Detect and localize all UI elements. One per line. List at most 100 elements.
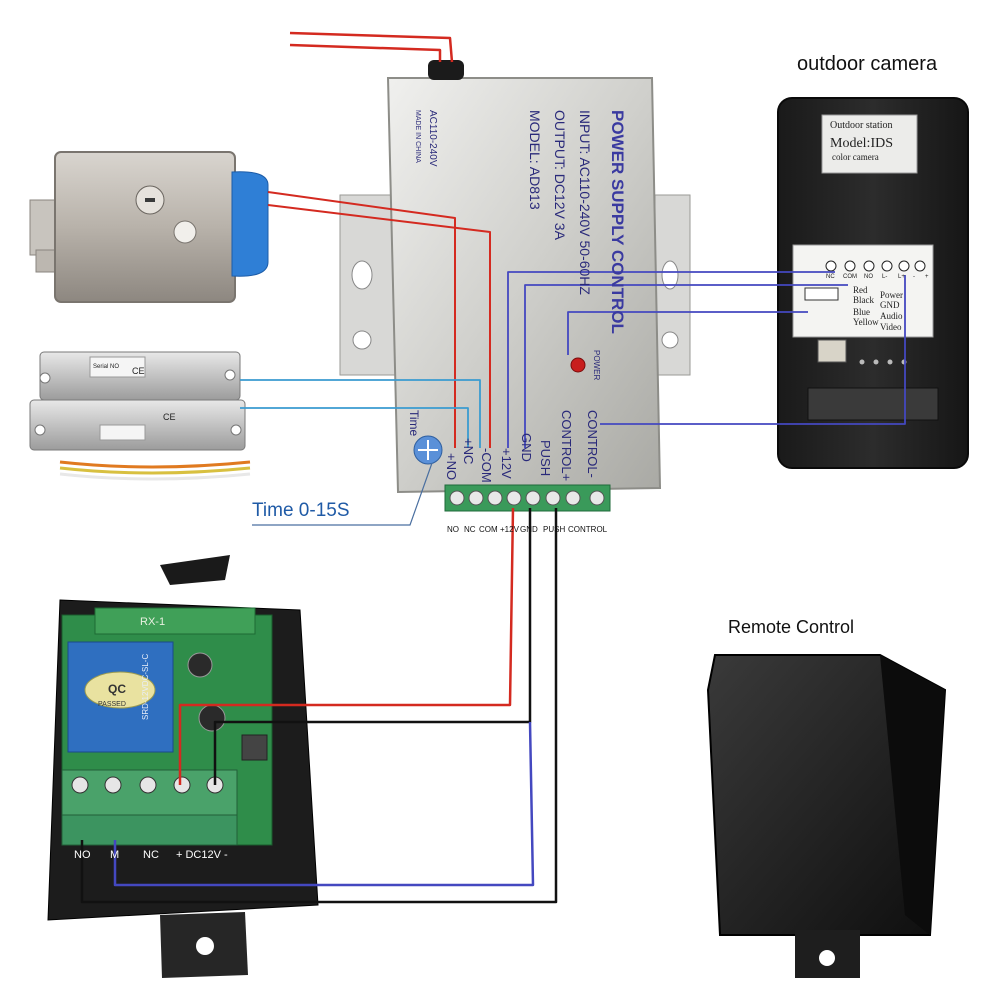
passed-label: PASSED [98, 701, 126, 708]
cam-term-no: NO [864, 274, 873, 280]
wire-cam-control [567, 311, 808, 355]
psu-term-nc: NC [464, 525, 476, 534]
remote-control-box [706, 654, 947, 978]
wire-receiver-gnd [213, 508, 532, 785]
psu-title: POWER SUPPLY CONTROL [608, 110, 627, 334]
receiver-term-m: M [110, 849, 119, 861]
lock-latch [35, 249, 57, 273]
psu-term-gnd: GND [520, 525, 538, 534]
receiver-term-nc: NC [143, 849, 159, 861]
cam-wire-black: Black [853, 295, 874, 305]
outdoor-camera-caption: outdoor camera [797, 53, 938, 75]
camera-label-plate [821, 114, 918, 174]
lock-bolt [29, 199, 56, 256]
strike-label [99, 424, 146, 441]
qc-label: QC [108, 682, 126, 696]
psu-side-12v: +12V [499, 448, 514, 479]
wire-cam-gnd [524, 284, 848, 448]
psu-term-control: CONTROL [568, 525, 608, 534]
strike-ce-upper: CE [132, 366, 145, 376]
relay-receiver [47, 555, 319, 978]
wire-lock-com [267, 204, 491, 448]
remote-box-edge [880, 655, 945, 935]
psu-model: MODEL: AD813 [527, 110, 543, 210]
wire-receiver-12v [178, 507, 515, 785]
psu-term-push: PUSH [543, 525, 565, 534]
wire-mains-1 [289, 31, 454, 63]
psu-term-com: COM [479, 525, 498, 534]
psu-output: OUTPUT: DC12V 3A [552, 110, 568, 241]
receiver-labels: RX-1 QC PASSED SRD-12VDC-SL-C NO M NC + … [74, 616, 228, 861]
cam-term-com: COM [843, 274, 857, 280]
psu-made-in: MADE IN CHINA [414, 110, 421, 163]
camera-title: Outdoor station [830, 120, 893, 131]
cam-term-lplus: L+ [898, 274, 905, 280]
psu-terminal-labels: NO NC COM +12V GND PUSH CONTROL [447, 525, 608, 534]
strike-labels: Serial NO CE CE [93, 364, 176, 422]
cam-func-video: Video [880, 322, 902, 332]
remote-control-caption: Remote Control [728, 617, 855, 637]
cam-func-gnd: GND [880, 300, 900, 310]
camera-model: Model:IDS [830, 136, 893, 151]
outdoor-camera [777, 97, 969, 469]
left-screw-hole [352, 330, 372, 350]
cam-wire-blue: Blue [853, 307, 870, 317]
psu-side-com: -COM [479, 448, 494, 483]
wire-strike-com [240, 379, 481, 448]
wire-cam-power [507, 271, 835, 448]
receiver-model: RX-1 [140, 616, 165, 628]
power-led [570, 357, 586, 373]
cam-wire-red: Red [853, 285, 868, 295]
electric-strike [29, 351, 251, 481]
psu-time-label: Time [407, 410, 421, 437]
left-mount-hole [351, 260, 373, 290]
cam-term-plus: + [925, 274, 929, 280]
time-callout-line [252, 462, 433, 526]
cam-term-nc: NC [826, 274, 835, 280]
camera-pin-header [804, 287, 839, 301]
wire-cam-control-neg [600, 275, 906, 425]
psu-term-no: NO [447, 525, 459, 534]
wire-lock-no [267, 191, 456, 448]
terminal-screws [449, 490, 605, 506]
cable-gland [428, 60, 464, 80]
strike-serial: Serial NO [93, 364, 119, 370]
wire-strike-nc [240, 407, 469, 448]
wire-receiver-push [80, 508, 558, 904]
psu-side-no: +NO [444, 453, 459, 480]
receiver-antenna [160, 555, 230, 585]
psu-side-control-pos: CONTROL+ [559, 410, 574, 481]
wire-mains-2 [289, 43, 442, 62]
psu-side-push: PUSH [538, 440, 553, 476]
strike-serial-plate [89, 356, 146, 378]
power-supply-labels: POWER SUPPLY CONTROL INPUT: AC110-240V 5… [407, 110, 627, 483]
right-mount-hole [661, 260, 679, 290]
receiver-terminal-screws [71, 776, 224, 794]
psu-input: INPUT: AC110-240V 50-60HZ [577, 110, 593, 295]
wires [80, 31, 906, 904]
camera-subtitle: color camera [832, 152, 879, 162]
strike-ce-lower: CE [163, 412, 176, 422]
cam-func-power: Power [880, 290, 903, 300]
cam-term-lminus: L- [882, 274, 887, 280]
camera-labels: Outdoor station Model:IDS color camera N… [826, 120, 929, 332]
capacitor-1 [187, 652, 213, 678]
camera-terminal-screws [825, 260, 926, 272]
psu-power-led-label: POWER [592, 350, 601, 380]
right-screw-hole [661, 331, 679, 349]
camera-connector [817, 339, 847, 363]
cam-term-minus: - [913, 274, 915, 280]
capacitor-2 [198, 704, 226, 732]
time-range-caption: Time 0-15S [252, 500, 350, 521]
psu-term-12v: +12V [500, 525, 520, 534]
receiver-push-button [241, 734, 268, 761]
cam-wire-yellow: Yellow [853, 317, 879, 327]
lock-blue-cap [231, 171, 269, 277]
cam-func-audio: Audio [880, 311, 903, 321]
camera-lens-window [807, 387, 939, 421]
lock-button [173, 220, 197, 244]
psu-voltage: AC110-240V [427, 110, 438, 167]
lock-body [54, 151, 236, 303]
